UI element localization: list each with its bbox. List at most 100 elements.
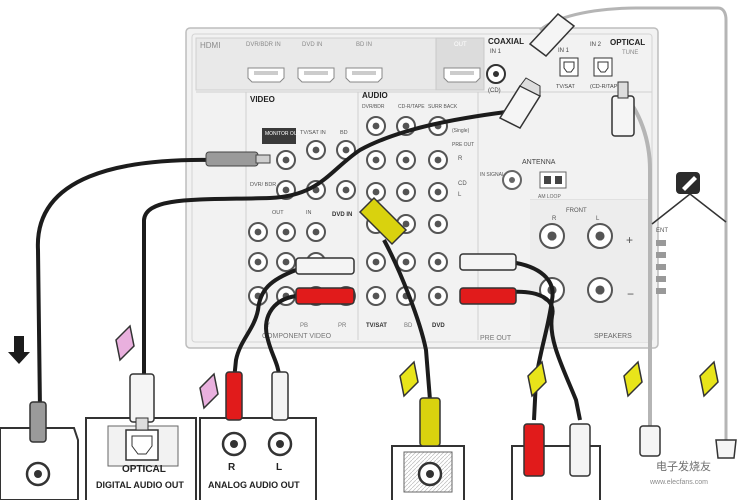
audio-rca-jack[interactable] <box>428 182 448 202</box>
hdmi-label: HDMI <box>200 41 220 50</box>
step-marker-yellow-1 <box>399 360 419 398</box>
pre-out-white-plug <box>569 423 591 477</box>
audio-rca-jack[interactable] <box>396 182 416 202</box>
analog-white-plug <box>271 371 289 421</box>
video-rca-jack[interactable] <box>248 222 268 242</box>
audio-rca-jack[interactable] <box>366 116 386 136</box>
step-marker-yellow-2 <box>527 360 547 398</box>
audio-rca-jack[interactable] <box>428 286 448 306</box>
speaker-r-label: R <box>552 216 557 222</box>
bd-in-label: BD IN <box>356 42 372 48</box>
optical-plug-top <box>528 12 576 58</box>
speaker-l-label: L <box>596 216 600 222</box>
plus-label: + <box>626 233 633 247</box>
antenna-callout <box>651 172 727 225</box>
video-rca-jack[interactable] <box>276 150 296 170</box>
pre-out-source-panel <box>511 423 601 500</box>
pre-out-bottom-label: PRE OUT <box>480 335 512 342</box>
monitor-out-label: MONITOR OUT <box>265 131 300 137</box>
video-cable-monitor <box>35 157 217 411</box>
dvd-in-label: DVD IN <box>302 42 322 48</box>
digital-input-section: COAXIAL IN 1 (CD) OPTICAL TUNE IN 1 IN 2… <box>486 37 645 94</box>
video-rca-jack[interactable] <box>306 140 326 160</box>
optical-port-cd-r[interactable] <box>593 57 613 77</box>
optical-plug-vertical <box>611 81 635 137</box>
audio-l-label: L <box>458 192 462 198</box>
analog-audio-cable-l <box>264 294 297 381</box>
digital-audio-cable <box>142 110 507 380</box>
plugs <box>205 12 635 305</box>
video-rca-jack[interactable] <box>276 222 296 242</box>
pb-label: PB <box>300 323 308 329</box>
audio-rca-jack[interactable] <box>366 286 386 306</box>
coaxial-jack-pin-icon <box>493 71 499 77</box>
source-optical-label: OPTICAL <box>122 464 166 475</box>
composite-video-cable <box>382 239 432 401</box>
optical-output-jack[interactable] <box>125 429 159 461</box>
audio-r-label: R <box>458 156 463 162</box>
optical-label: OPTICAL <box>610 38 645 47</box>
audio-rca-jack[interactable] <box>428 214 448 234</box>
optical-in2-label: IN 2 <box>590 42 602 48</box>
composite-yellow-plug <box>419 397 441 447</box>
red-plug-left <box>295 287 355 305</box>
cd-r-tape-audio-label: CD-R/TAPE <box>398 104 425 110</box>
coaxial-cd-label: (CD) <box>488 88 501 94</box>
component-video-label: COMPONENT VIDEO <box>262 333 332 340</box>
optical-source-plug <box>129 373 155 423</box>
in-signal-label: IN SIGNAL <box>480 172 505 178</box>
audio-rca-jack[interactable] <box>428 252 448 272</box>
analog-audio-cable-r <box>232 268 297 381</box>
audio-rca-jack[interactable] <box>366 150 386 170</box>
audio-rca-jack[interactable] <box>428 150 448 170</box>
optical-port-tv-sat[interactable] <box>559 57 579 77</box>
pre-out-cable-r <box>509 260 555 421</box>
digital-audio-out-label: DIGITAL AUDIO OUT <box>96 480 184 490</box>
monitor-out-badge <box>262 128 296 144</box>
bd-bottom-label: BD <box>404 323 413 329</box>
audio-rca-jack[interactable] <box>396 150 416 170</box>
speaker-terminal[interactable] <box>587 277 613 303</box>
watermark-text: 电子发烧友 <box>656 459 711 473</box>
speakers-label: SPEAKERS <box>594 333 632 340</box>
hdmi-port-bd[interactable] <box>345 67 383 83</box>
coaxial-label: COAXIAL <box>488 37 524 46</box>
cd-label: CD <box>458 181 467 187</box>
optical-in1-label: IN 1 <box>558 48 570 54</box>
dvd-in-rca-label: DVD IN <box>332 212 352 218</box>
tv-video-plug <box>29 401 47 443</box>
hdmi-port-dvr[interactable] <box>247 67 285 83</box>
audio-rca-jack[interactable] <box>366 182 386 202</box>
analog-red-plug <box>225 371 243 421</box>
bd-video-label: BD <box>340 130 348 136</box>
step-marker-yellow-3 <box>623 360 643 398</box>
step-markers <box>8 324 719 410</box>
audio-rca-jack[interactable] <box>366 252 386 272</box>
am-loop-terminal[interactable] <box>539 171 567 189</box>
analog-l-label: L <box>276 462 282 473</box>
cd-r-tape-label: (CD-R/TAPE) <box>590 84 623 90</box>
video-rca-jack[interactable] <box>306 222 326 242</box>
hdmi-port-dvd[interactable] <box>297 67 335 83</box>
video-rca-jack[interactable] <box>336 140 356 160</box>
composite-source-panel <box>391 397 465 500</box>
step-marker-pink-1 <box>115 324 135 362</box>
hdmi-section: HDMI DVR/BDR IN DVD IN BD IN OUT <box>200 41 481 83</box>
single-label: (Single) <box>452 128 470 134</box>
antenna-end-plug <box>715 439 737 459</box>
video-rca-jack[interactable] <box>336 180 356 200</box>
video-rca-jack[interactable] <box>248 252 268 272</box>
white-plug-right <box>459 253 517 271</box>
optical-end-plug <box>639 425 661 457</box>
antenna-section: ANTENNA AM LOOP <box>502 159 567 200</box>
video-rca-jack[interactable] <box>276 252 296 272</box>
down-arrow-icon <box>8 336 30 364</box>
dvr-bdr-video-label: DVR/ BDR <box>250 182 276 188</box>
surr-back-label: SURR BACK <box>428 104 458 110</box>
speaker-terminal[interactable] <box>539 223 565 249</box>
hdmi-port-out[interactable] <box>443 67 481 83</box>
analog-audio-out-label: ANALOG AUDIO OUT <box>208 480 300 490</box>
video-label: VIDEO <box>250 95 275 104</box>
speaker-terminal[interactable] <box>587 223 613 249</box>
